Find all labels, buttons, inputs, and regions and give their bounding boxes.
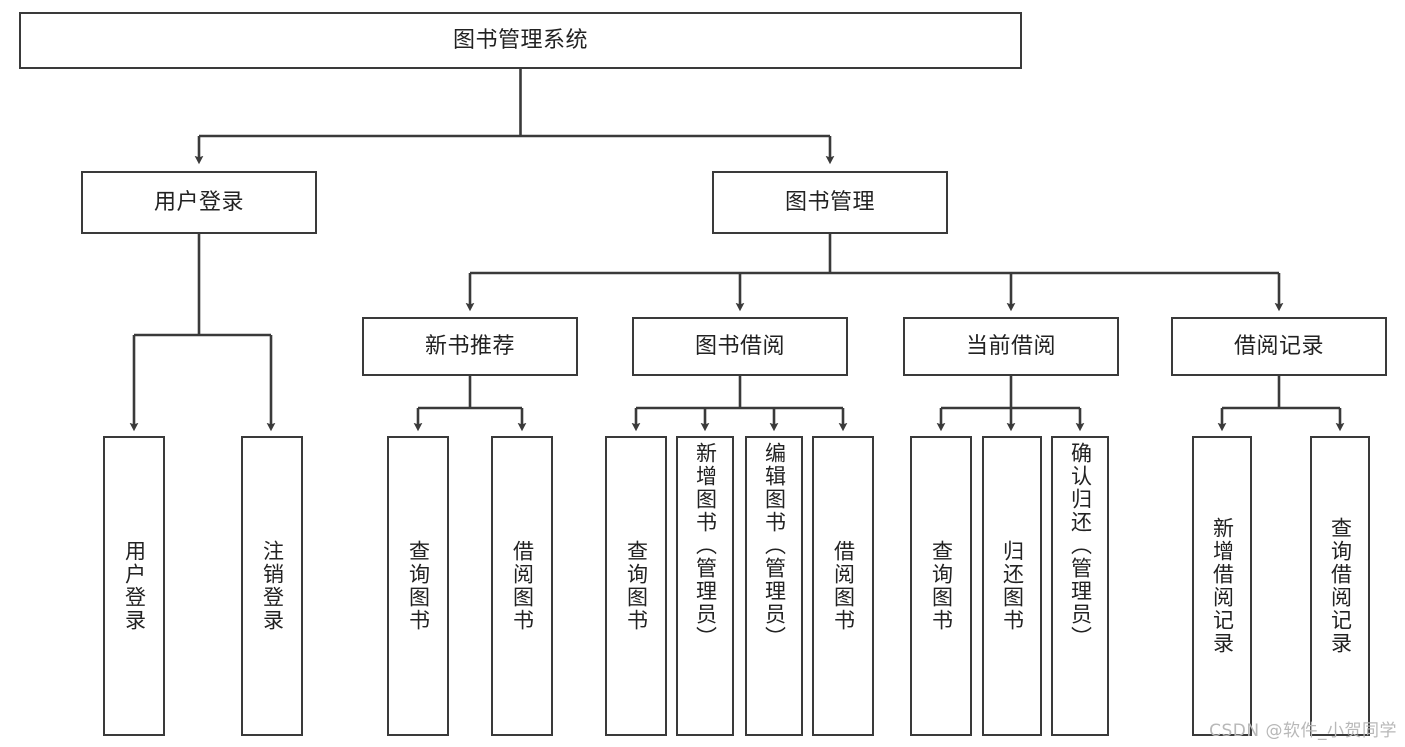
node-leaf-query-book-1[interactable]: 查询图书 bbox=[387, 436, 449, 736]
node-book-borrow[interactable]: 图书借阅 bbox=[632, 317, 848, 376]
node-leaf-logout-login[interactable]: 注销登录 bbox=[241, 436, 303, 736]
node-leaf-borrow-book-2[interactable]: 借阅图书 bbox=[812, 436, 874, 736]
node-leaf-edit-book-label: 编辑图书（管理员） bbox=[762, 442, 787, 649]
node-leaf-query-record-label: 查询借阅记录 bbox=[1328, 517, 1353, 655]
node-current-borrow[interactable]: 当前借阅 bbox=[903, 317, 1119, 376]
csdn-watermark: CSDN @软件_小贺同学 bbox=[1209, 721, 1397, 741]
node-new-book-recommend[interactable]: 新书推荐 bbox=[362, 317, 578, 376]
node-leaf-query-book-2[interactable]: 查询图书 bbox=[605, 436, 667, 736]
node-book-borrow-label: 图书借阅 bbox=[694, 333, 785, 359]
node-leaf-return-book-label: 归还图书 bbox=[1000, 540, 1025, 632]
node-leaf-query-book-3[interactable]: 查询图书 bbox=[910, 436, 972, 736]
node-leaf-confirm-return[interactable]: 确认归还（管理员） bbox=[1051, 436, 1109, 736]
node-book-management-label: 图书管理 bbox=[784, 189, 875, 215]
node-leaf-borrow-book-1[interactable]: 借阅图书 bbox=[491, 436, 553, 736]
node-user-login[interactable]: 用户登录 bbox=[81, 171, 317, 234]
node-leaf-borrow-book-2-label: 借阅图书 bbox=[831, 540, 856, 632]
node-leaf-user-login[interactable]: 用户登录 bbox=[103, 436, 165, 736]
node-new-book-recommend-label: 新书推荐 bbox=[424, 333, 515, 359]
node-current-borrow-label: 当前借阅 bbox=[965, 333, 1056, 359]
node-borrow-record[interactable]: 借阅记录 bbox=[1171, 317, 1387, 376]
node-leaf-query-book-1-label: 查询图书 bbox=[406, 540, 431, 632]
node-user-login-label: 用户登录 bbox=[153, 189, 244, 215]
node-leaf-add-book[interactable]: 新增图书（管理员） bbox=[676, 436, 734, 736]
node-leaf-query-record[interactable]: 查询借阅记录 bbox=[1310, 436, 1370, 736]
node-leaf-add-book-label: 新增图书（管理员） bbox=[693, 442, 718, 649]
node-book-management[interactable]: 图书管理 bbox=[712, 171, 948, 234]
node-leaf-add-record[interactable]: 新增借阅记录 bbox=[1192, 436, 1252, 736]
node-leaf-add-record-label: 新增借阅记录 bbox=[1210, 517, 1235, 655]
node-borrow-record-label: 借阅记录 bbox=[1233, 333, 1324, 359]
node-leaf-edit-book[interactable]: 编辑图书（管理员） bbox=[745, 436, 803, 736]
node-leaf-return-book[interactable]: 归还图书 bbox=[982, 436, 1042, 736]
node-leaf-borrow-book-1-label: 借阅图书 bbox=[510, 540, 535, 632]
node-leaf-logout-login-label: 注销登录 bbox=[260, 540, 285, 632]
node-root-system[interactable]: 图书管理系统 bbox=[19, 12, 1022, 69]
node-leaf-confirm-return-label: 确认归还（管理员） bbox=[1068, 442, 1093, 649]
node-leaf-user-login-label: 用户登录 bbox=[122, 540, 147, 632]
node-leaf-query-book-2-label: 查询图书 bbox=[624, 540, 649, 632]
node-root-system-label: 图书管理系统 bbox=[452, 27, 588, 53]
node-leaf-query-book-3-label: 查询图书 bbox=[929, 540, 954, 632]
